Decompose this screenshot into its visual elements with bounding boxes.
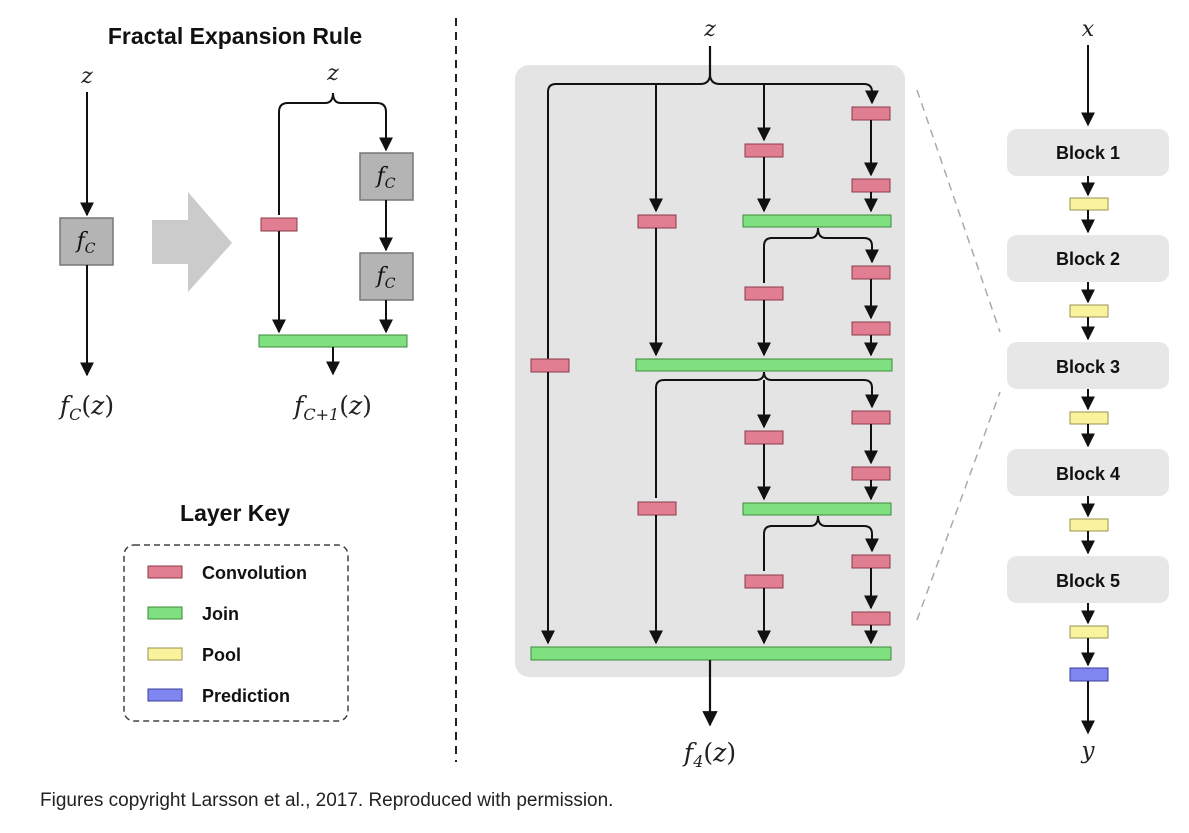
layer-key: Layer Key Convolution Join Pool Predicti… <box>123 500 349 722</box>
key-swatch-prediction <box>147 688 183 702</box>
join-layer <box>635 358 893 372</box>
block-4-label: Block 4 <box>1056 464 1120 484</box>
zoom-line <box>916 391 1001 621</box>
block-5 <box>1007 556 1169 603</box>
left-input-z: z <box>80 64 93 89</box>
expansion-rule-title: Fractal Expansion Rule <box>108 23 362 49</box>
join-layer <box>742 502 892 516</box>
zoom-line <box>916 89 1001 333</box>
fractalnet-network: x Block 1 Block 2 Block 3 Block 4 Block … <box>1007 17 1169 764</box>
key-label-prediction: Prediction <box>202 686 290 706</box>
expanded-output-fc1-z: fC+1(z) <box>292 391 372 424</box>
conv-layer <box>851 466 891 481</box>
middle-output-f4-z: f4(z) <box>682 738 736 771</box>
key-swatch-pool <box>147 647 183 661</box>
conv-layer <box>530 358 570 373</box>
block-5-label: Block 5 <box>1056 571 1120 591</box>
key-label-pool: Pool <box>202 645 241 665</box>
network-output-y: y <box>1081 738 1096 764</box>
conv-layer <box>637 501 677 516</box>
prediction-layer <box>1069 667 1109 682</box>
conv-layer <box>744 143 784 158</box>
conv-layer <box>851 321 891 336</box>
block-1-label: Block 1 <box>1056 143 1120 163</box>
block-2-label: Block 2 <box>1056 249 1120 269</box>
key-swatch-convolution <box>147 565 183 579</box>
pool-layer <box>1069 304 1109 318</box>
block-2 <box>1007 235 1169 282</box>
conv-layer <box>851 611 891 626</box>
key-label-convolution: Convolution <box>202 563 307 583</box>
pool-layer <box>1069 197 1109 211</box>
figure-caption: Figures copyright Larsson et al., 2017. … <box>40 790 614 811</box>
conv-layer <box>260 217 298 232</box>
conv-layer <box>851 265 891 280</box>
fc-box <box>359 252 414 301</box>
layer-key-border <box>123 544 349 722</box>
conv-layer <box>744 286 784 301</box>
conv-layer <box>851 178 891 193</box>
left-output-fc-z: fC(z) <box>58 391 114 424</box>
key-label-join: Join <box>202 604 239 624</box>
block-1 <box>1007 129 1169 176</box>
expansion-arrow-icon <box>152 192 232 292</box>
conv-layer <box>851 410 891 425</box>
fractal-block-f4: z <box>515 17 905 771</box>
conv-layer <box>851 106 891 121</box>
join-layer <box>530 646 892 661</box>
conv-layer <box>744 430 784 445</box>
conv-layer <box>637 214 677 229</box>
key-swatch-join <box>147 606 183 620</box>
block-3-label: Block 3 <box>1056 357 1120 377</box>
pool-layer <box>1069 625 1109 639</box>
layer-key-title: Layer Key <box>180 500 290 526</box>
block-3 <box>1007 342 1169 389</box>
conv-layer <box>851 554 891 569</box>
middle-input-z: z <box>703 17 716 42</box>
join-layer <box>742 214 892 228</box>
join-layer <box>258 334 408 348</box>
fractal-expansion-rule: Fractal Expansion Rule z fC fC(z) z fC f… <box>58 23 414 424</box>
block-4 <box>1007 449 1169 496</box>
expanded-input-z: z <box>326 61 339 86</box>
pool-layer <box>1069 518 1109 532</box>
conv-layer <box>744 574 784 589</box>
pool-layer <box>1069 411 1109 425</box>
network-input-x: x <box>1082 17 1095 42</box>
